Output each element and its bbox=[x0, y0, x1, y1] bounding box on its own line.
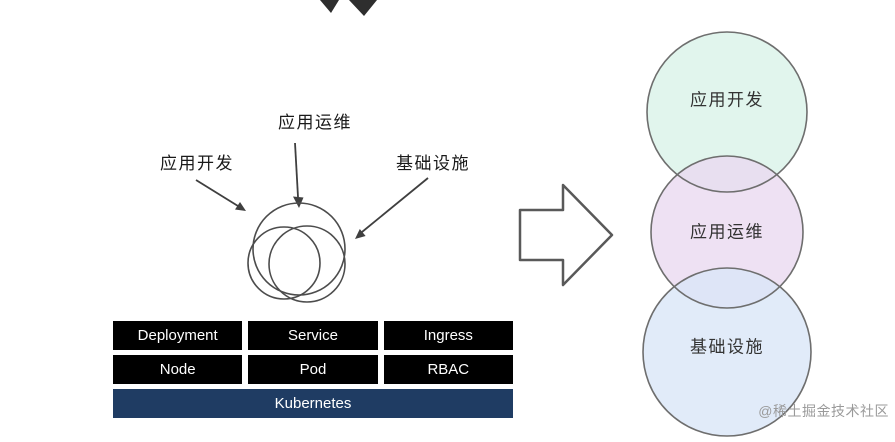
decorative-shape-icon bbox=[320, 0, 339, 13]
kubernetes-resource-table: Deployment Service Ingress Node Pod RBAC… bbox=[113, 321, 513, 418]
table-cell-service: Service bbox=[248, 321, 378, 350]
venn-circle-ops bbox=[651, 156, 803, 308]
sketch-circle bbox=[268, 225, 346, 303]
venn-outline bbox=[642, 267, 812, 437]
arrow-line-dev bbox=[195, 179, 239, 207]
venn-outline bbox=[646, 31, 808, 193]
watermark: @稀土掘金技术社区 bbox=[758, 403, 889, 419]
decorative-shape-icon bbox=[349, 0, 377, 16]
table-cell-pod: Pod bbox=[248, 355, 378, 384]
table-cell-ingress: Ingress bbox=[383, 321, 513, 350]
transform-arrow-icon bbox=[518, 183, 614, 287]
overlapping-circles-sketch bbox=[247, 202, 346, 303]
sketch-circle bbox=[247, 226, 321, 300]
arrow-line-ops bbox=[294, 142, 299, 198]
label-app-dev: 应用开发 bbox=[160, 154, 234, 173]
table-cell-deployment: Deployment bbox=[113, 321, 243, 350]
arrow-line-infra bbox=[361, 177, 429, 233]
venn-label-infra: 基础设施 bbox=[690, 337, 764, 356]
table-cell-node: Node bbox=[113, 355, 243, 384]
venn-circle-outlines bbox=[642, 31, 812, 437]
venn-circle-infra bbox=[643, 268, 811, 436]
venn-circle-dev bbox=[647, 32, 807, 192]
kubernetes-bar: Kubernetes bbox=[113, 389, 513, 418]
annotation-arrows bbox=[195, 142, 429, 233]
table-row: Node Pod RBAC bbox=[113, 355, 513, 384]
table-cell-rbac: RBAC bbox=[383, 355, 513, 384]
label-infra: 基础设施 bbox=[396, 154, 470, 173]
arrowhead-icon bbox=[235, 202, 246, 211]
label-app-ops: 应用运维 bbox=[278, 113, 352, 132]
sketch-circle bbox=[252, 202, 346, 296]
venn-outline bbox=[650, 155, 804, 309]
decorative-top-shapes bbox=[320, 0, 377, 16]
venn-diagram: 应用开发 应用运维 基础设施 bbox=[642, 31, 812, 437]
arrowhead-icon bbox=[355, 229, 366, 239]
venn-label-ops: 应用运维 bbox=[690, 222, 764, 241]
table-row: Deployment Service Ingress bbox=[113, 321, 513, 350]
venn-label-dev: 应用开发 bbox=[690, 90, 764, 109]
